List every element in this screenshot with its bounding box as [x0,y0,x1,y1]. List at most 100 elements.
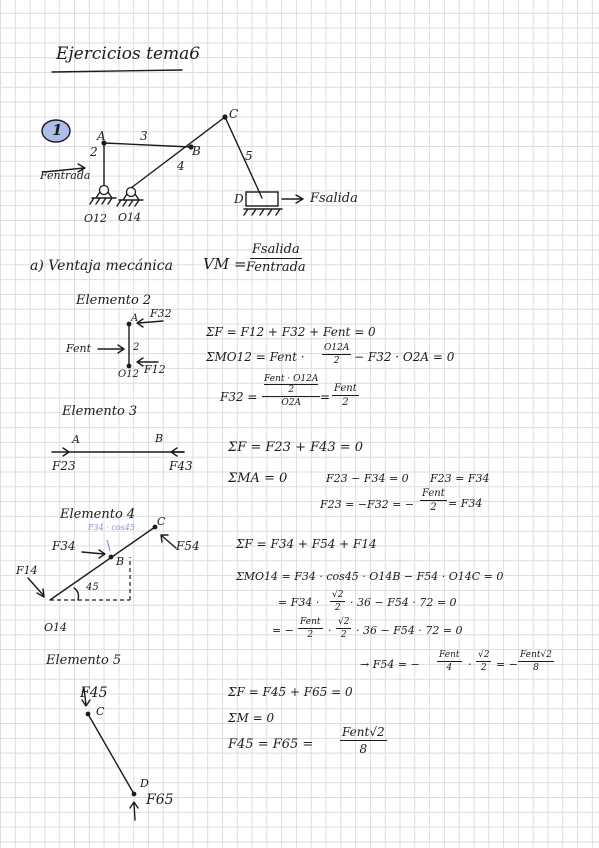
mech-label-B: B [192,144,201,158]
element4-eq5-num3: Fent√2 [518,650,554,662]
element2-num2: 2 [133,342,140,353]
element4-eq5-den2: 2 [480,663,487,673]
f65-arrow [129,801,139,821]
fentrada-arrow [43,163,86,173]
element2-eq3-result-num: Fent [332,383,359,396]
element3-eq1: ΣF = F23 + F43 = 0 [228,440,364,455]
element2-f32: F32 [150,307,172,320]
link-5 [224,116,263,199]
element5-label-D: D [140,777,149,790]
link-3-label: 3 [140,129,148,143]
element4-f14: F14 [16,564,38,577]
slider-ground [243,208,283,216]
fent-arrow [97,344,125,354]
element4-eq4-mid: · [328,624,332,637]
element4-eq5-den3: 8 [533,663,539,673]
element4-eq4-num1: Fent [298,617,323,629]
element3-f43: F43 [169,459,193,473]
element4-eq3-left: = F34 · [278,596,320,609]
element5-heading: Elemento 5 [46,653,122,668]
element2-eq3-num-top: Fent · O12A [264,374,319,385]
element3-eq5-frac: Fent 2 [420,488,447,513]
exercise-number: 1 [52,121,63,139]
element2-eq3-result: Fent 2 [332,383,359,408]
o14-label: O14 [118,211,142,224]
element5-f45: F45 [80,685,108,701]
angle-arc [73,587,80,601]
link-5-bar [87,713,135,795]
element4-blue-note: F34 · cos45 [88,523,135,532]
link-5-label: 5 [245,149,253,163]
element4-eq4-left: = − [272,624,294,637]
element2-heading: Elemento 2 [76,293,152,308]
element3-heading: Elemento 3 [62,404,138,419]
element2-eq3-den: O2A [281,398,301,408]
fsalida-arrow [281,194,304,204]
link-2-label: 2 [90,145,98,159]
slider-D [245,191,279,207]
element3-eq5-den: 2 [430,502,437,513]
element2-eq3-num-bottom: 2 [288,385,295,395]
element3-eq2: ΣMA = 0 [228,471,288,486]
element3-label-A: A [72,433,80,446]
link-4 [130,116,226,189]
element2-o12: O12 [118,369,139,380]
fsalida-label: Fsalida [310,191,358,206]
element4-eq4-frac2: √2 2 [336,617,352,640]
f12-arrow [136,357,159,367]
element2-eq3-mid: = [320,390,331,404]
vm-fraction: Fsalida Fentrada [246,242,306,275]
element2-eq1: ΣF = F12 + F32 + Fent = 0 [206,325,376,339]
element4-eq1: ΣF = F34 + F54 + F14 [236,537,377,551]
element5-eq1: ΣF = F45 + F65 = 0 [228,685,353,699]
element2-fent: Fent [66,342,92,355]
element2-eq2-den: 2 [333,356,340,366]
vm-label: VM = [203,255,247,273]
element3-f23: F23 [52,459,76,473]
element4-label-B: B [116,555,125,568]
element4-eq4-den1: 2 [307,630,314,640]
element3-eq5-right: = F34 [448,497,483,510]
f45-arrow [81,687,91,707]
element2-label-A: A [131,313,139,324]
element5-eq2: ΣM = 0 [228,711,275,725]
element4-label-C: C [157,515,166,528]
element4-heading: Elemento 4 [60,507,136,522]
element3-eq5-left: F23 = −F32 = − [320,498,415,511]
exercise-number-circle [41,119,71,143]
f23-arrow [62,447,70,457]
link-3 [103,142,192,148]
element2-eq3-num: Fent · O12A 2 [262,374,321,397]
vm-denominator: Fentrada [246,260,306,275]
element4-eq3-frac: √2 2 [330,590,346,613]
element4-eq3-den: 2 [334,603,341,613]
element4-eq5-den1: 4 [446,663,453,673]
vm-numerator: Fsalida [249,242,302,259]
f54-arrow [160,534,177,549]
element2-eq2-right: − F32 · O2A = 0 [354,350,455,364]
element4-o14: O14 [44,621,68,634]
element2-f12: F12 [144,363,166,376]
fentrada-label: Fentrada [40,169,91,182]
element4-f54: F54 [176,539,200,553]
element2-eq2-frac: O12A 2 [322,343,352,366]
o12-label: O12 [84,212,108,225]
joint-B [188,144,194,150]
element4-eq2: ΣMO14 = F34 · cos45 · O14B − F54 · O14C … [236,570,504,583]
element4-eq5-frac2: √2 2 [476,650,492,673]
joint-A [101,140,107,146]
element4-eq5-frac3: Fent√2 8 [518,650,554,673]
element2-eq3-frac: Fent · O12A 2 O2A [262,374,321,408]
element4-eq4-frac1: Fent 2 [298,617,323,640]
mech-label-A: A [97,129,106,143]
joint-C [222,114,228,120]
element3-eq5-num: Fent [420,488,447,501]
element5-f65: F65 [146,792,174,808]
f14-arrow [27,577,45,598]
element4-eq4-num2: √2 [336,617,352,629]
element4-eq5-left: → F54 = − [360,658,420,671]
